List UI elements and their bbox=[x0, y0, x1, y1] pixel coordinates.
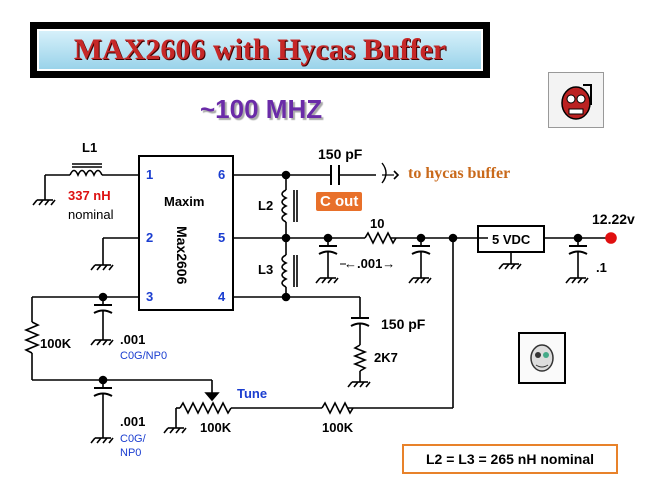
l1-value: 337 nH bbox=[68, 188, 111, 203]
l3-name: L3 bbox=[258, 262, 274, 277]
output-label: to hycas buffer bbox=[408, 165, 511, 182]
tune-cap-type-2: NP0 bbox=[120, 447, 142, 459]
bias-resistor: 100K bbox=[40, 336, 72, 351]
ic-pin-2: 2 bbox=[146, 230, 154, 245]
ic-pin-4: 4 bbox=[218, 289, 226, 304]
pin3-cap-type: C0G/NP0 bbox=[120, 350, 168, 362]
l1-name: L1 bbox=[82, 140, 98, 155]
c-out-label: C out bbox=[316, 192, 363, 211]
supply-voltage: 12.22v bbox=[592, 211, 635, 227]
inductor-note: L2 = L3 = 265 nH nominal bbox=[402, 444, 618, 474]
skull-face-icon bbox=[518, 332, 566, 384]
tune-resistor: 100K bbox=[322, 420, 354, 435]
title-banner: MAX2606 with Hycas Buffer bbox=[30, 22, 490, 78]
ic-body bbox=[138, 155, 234, 311]
page-title: MAX2606 with Hycas Buffer bbox=[73, 33, 447, 66]
pin3-cap-value: .001 bbox=[120, 332, 146, 347]
c-out-value: 150 pF bbox=[318, 146, 363, 162]
l1-note: nominal bbox=[68, 207, 114, 222]
ic-maker: Maxim bbox=[164, 194, 205, 209]
tune-label: Tune bbox=[237, 386, 268, 401]
series-resistor: 10 bbox=[370, 216, 385, 231]
ic-pin-3: 3 bbox=[146, 289, 154, 304]
tune-cap-value: .001 bbox=[120, 414, 146, 429]
ic-pin-1: 1 bbox=[146, 167, 154, 182]
hycas-logo-icon bbox=[548, 72, 604, 128]
pin4-resistor: 2K7 bbox=[374, 350, 398, 365]
ic-pin-6: 6 bbox=[218, 167, 226, 182]
supply-cap: .1 bbox=[596, 260, 607, 275]
bypass-caps: ←.001→ bbox=[344, 256, 396, 271]
tune-pot-value: 100K bbox=[200, 420, 232, 435]
tune-cap-type-1: C0G/ bbox=[120, 433, 146, 445]
l2-name: L2 bbox=[258, 198, 274, 213]
pin4-cap: 150 pF bbox=[381, 316, 426, 332]
frequency-subtitle: ~100 MHZ bbox=[200, 94, 323, 124]
regulator-label: 5 VDC bbox=[492, 232, 531, 247]
ic-pin-5: 5 bbox=[218, 230, 226, 245]
title-frame: MAX2606 with Hycas Buffer bbox=[37, 29, 483, 71]
ic-part: Max2606 bbox=[174, 226, 190, 285]
